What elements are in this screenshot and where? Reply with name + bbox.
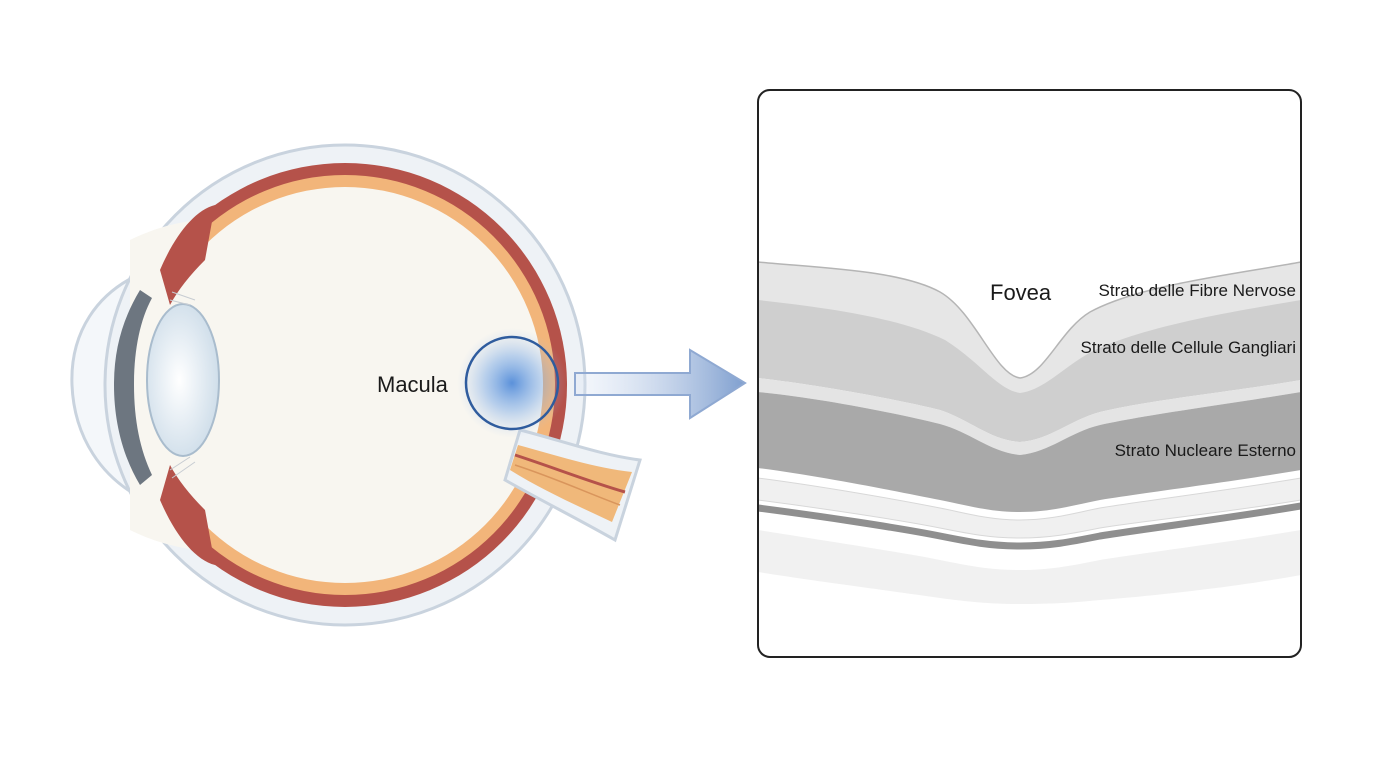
outer-nuclear-layer-label: Strato Nucleare Esterno — [1115, 441, 1296, 460]
iris — [114, 290, 152, 485]
ganglion-cell-layer-label: Strato delle Cellule Gangliari — [1081, 338, 1296, 357]
lens — [146, 303, 220, 457]
macula-label: Macula — [377, 372, 449, 397]
zoom-arrow — [574, 348, 747, 420]
pigment-epithelium-line — [758, 502, 1301, 550]
macula-highlight — [457, 328, 567, 438]
panel-border — [757, 89, 1302, 658]
optic-nerve — [503, 428, 642, 543]
eyeball — [70, 143, 642, 627]
outer-nuclear-layer — [758, 392, 1301, 512]
zonular-fibers — [169, 291, 196, 479]
retina-cross-section-panel — [757, 89, 1302, 658]
fovea-label: Fovea — [990, 280, 1052, 305]
vitreous-body — [147, 187, 543, 583]
ciliary-body-upper — [160, 205, 215, 305]
ganglion-cell-layer — [758, 300, 1301, 442]
ciliary-body-lower — [160, 465, 215, 565]
nerve-fiber-layer-label: Strato delle Fibre Nervose — [1099, 281, 1296, 300]
